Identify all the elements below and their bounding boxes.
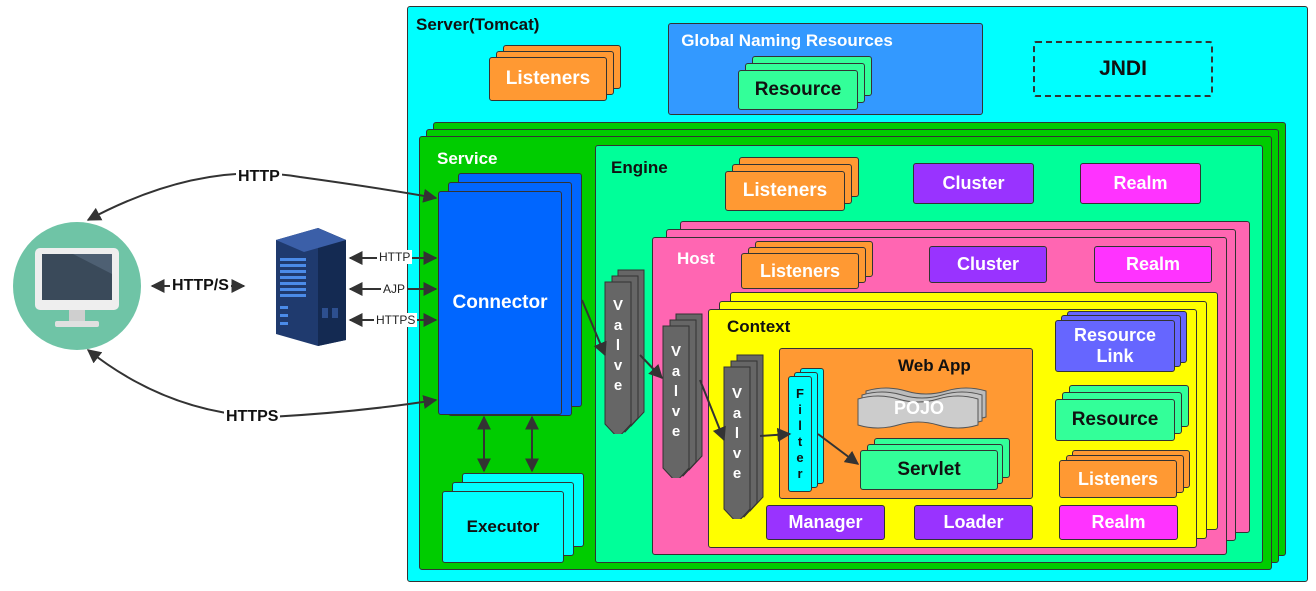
host-valve[interactable]: Valve — [663, 328, 689, 458]
client-monitor — [13, 222, 141, 350]
reverse-proxy-server — [270, 222, 350, 348]
label-client-https: HTTPS — [224, 408, 281, 426]
context-listeners[interactable]: Listeners — [1059, 460, 1177, 498]
host-cluster[interactable]: Cluster — [929, 246, 1047, 283]
gnr-resource[interactable]: Resource — [738, 70, 858, 110]
jndi[interactable]: JNDI — [1033, 41, 1213, 97]
host-title: Host — [677, 249, 715, 268]
context-realm[interactable]: Realm — [1059, 505, 1178, 540]
context-loader[interactable]: Loader — [914, 505, 1033, 540]
context-title: Context — [727, 317, 791, 336]
pojo-label: POJO — [893, 397, 945, 418]
server-rack-icon — [276, 228, 346, 346]
context-valve[interactable]: Valve — [724, 370, 750, 500]
engine-valve-label: Valve — [609, 297, 627, 397]
label-proxy-ajp: AJP — [381, 282, 408, 296]
webapp-title: Web App — [898, 356, 971, 375]
label-proxy-http: HTTP — [377, 250, 413, 264]
context-resource[interactable]: Resource — [1055, 399, 1175, 441]
server-title: Server(Tomcat) — [416, 15, 540, 34]
label-client-http: HTTP — [236, 168, 282, 186]
server-listeners[interactable]: Listeners — [489, 57, 607, 101]
servlet[interactable]: Servlet — [860, 450, 998, 490]
engine-listeners[interactable]: Listeners — [725, 171, 845, 211]
resource-link[interactable]: Resource Link — [1055, 320, 1175, 372]
context-valve-shape — [723, 354, 764, 519]
host-valve-shape — [662, 313, 703, 478]
global-naming-title: Global Naming Resources — [681, 31, 893, 50]
host-valve-label: Valve — [667, 343, 685, 443]
executor[interactable]: Executor — [442, 491, 564, 563]
engine-realm[interactable]: Realm — [1080, 163, 1201, 204]
connector[interactable]: Connector — [438, 191, 562, 415]
engine-title: Engine — [611, 158, 668, 177]
label-proxy-https: HTTPS — [374, 313, 418, 327]
label-client-http-s: HTTP/S — [170, 277, 231, 295]
host-listeners[interactable]: Listeners — [741, 253, 859, 289]
monitor-icon — [13, 222, 141, 350]
service-title: Service — [437, 149, 498, 168]
engine-valve-shape — [604, 269, 645, 434]
engine-valve[interactable]: Valve — [605, 282, 631, 412]
context-manager[interactable]: Manager — [766, 505, 885, 540]
filter[interactable]: Filter — [788, 376, 812, 492]
filter-label: Filter — [792, 386, 808, 482]
host-realm[interactable]: Realm — [1094, 246, 1212, 283]
engine-cluster[interactable]: Cluster — [913, 163, 1034, 204]
context-valve-label: Valve — [728, 385, 746, 485]
pojo-banner — [857, 387, 987, 429]
